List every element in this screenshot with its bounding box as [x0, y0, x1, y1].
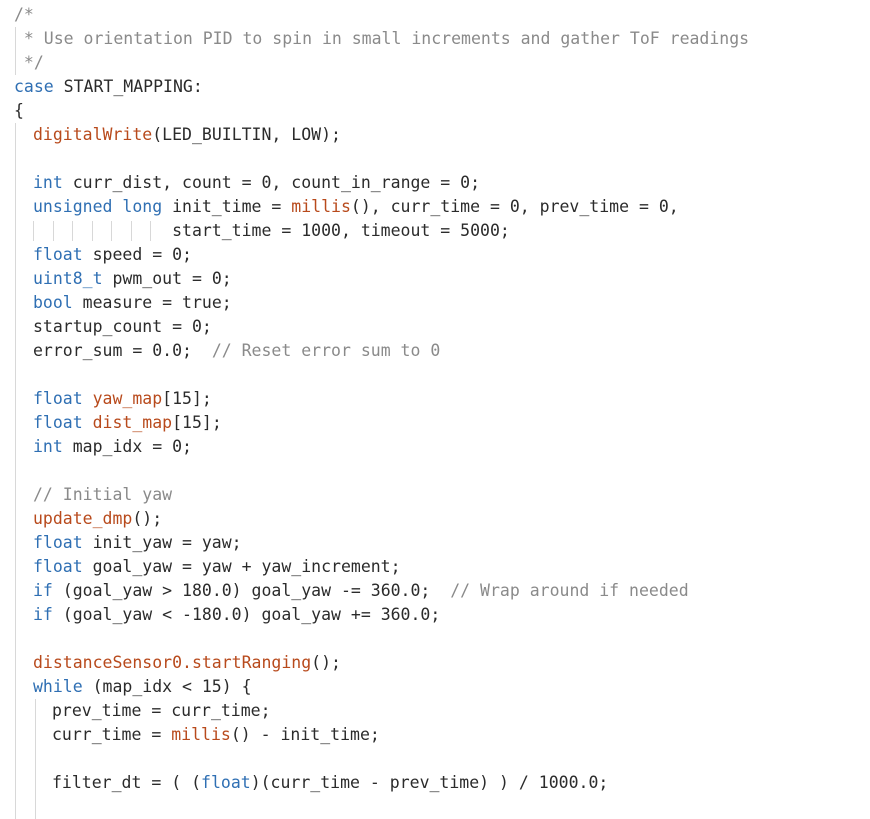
code-line[interactable]: case START_MAPPING:	[14, 75, 203, 99]
code-token: (LED_BUILTIN, LOW);	[152, 125, 341, 144]
code-token: () - init_time;	[230, 725, 380, 744]
code-token: curr_time =	[52, 725, 172, 744]
code-token: digitalWrite	[33, 125, 153, 144]
code-line[interactable]: float speed = 0;	[33, 243, 192, 267]
code-line[interactable]: {	[14, 99, 24, 123]
code-token: float	[33, 389, 83, 408]
code-line[interactable]: update_dmp();	[33, 507, 162, 531]
code-token: float	[33, 533, 83, 552]
code-token: while	[33, 677, 83, 696]
indent-guide	[35, 699, 36, 819]
code-line[interactable]: // Initial yaw	[33, 483, 172, 507]
code-line[interactable]: filter_dt = ( (float)(curr_time - prev_t…	[52, 771, 608, 795]
code-line[interactable]: unsigned long init_time = millis(), curr…	[33, 195, 679, 219]
code-token: [15];	[172, 413, 222, 432]
code-line[interactable]: float goal_yaw = yaw + yaw_increment;	[33, 555, 401, 579]
code-token: float	[33, 557, 83, 576]
code-line[interactable]: if (goal_yaw > 180.0) goal_yaw -= 360.0;…	[33, 579, 689, 603]
code-line[interactable]: while (map_idx < 15) {	[33, 675, 252, 699]
code-token: prev_time = curr_time;	[52, 701, 271, 720]
code-token: (goal_yaw > 180.0) goal_yaw -= 360.0;	[52, 581, 451, 600]
code-line[interactable]: */	[14, 51, 44, 75]
code-token: bool	[33, 293, 73, 312]
code-token: if	[33, 581, 53, 600]
code-token: measure = true;	[72, 293, 232, 312]
code-line[interactable]: int map_idx = 0;	[33, 435, 192, 459]
code-token: goal_yaw = yaw + yaw_increment;	[82, 557, 401, 576]
code-token: curr_dist, count = 0, count_in_range = 0…	[62, 173, 481, 192]
code-token: * Use orientation PID to spin in small i…	[14, 29, 750, 48]
code-token: filter_dt = ( (	[52, 773, 202, 792]
indent-guide	[150, 221, 151, 241]
code-line[interactable]: start_time = 1000, timeout = 5000;	[33, 219, 510, 243]
code-token: START_MAPPING:	[53, 77, 203, 96]
code-line[interactable]: float yaw_map[15];	[33, 387, 212, 411]
indent-guide	[33, 221, 34, 241]
code-token: update_dmp	[33, 509, 133, 528]
code-line[interactable]: int curr_dist, count = 0, count_in_range…	[33, 171, 480, 195]
code-token: start_time = 1000, timeout = 5000;	[33, 221, 510, 240]
code-line[interactable]: * Use orientation PID to spin in small i…	[14, 27, 749, 51]
indent-guide	[130, 221, 132, 241]
indent-guide	[52, 221, 54, 241]
code-token: error_sum = 0.0;	[33, 341, 212, 360]
code-token	[83, 413, 93, 432]
code-token: {	[14, 101, 24, 120]
code-token: startup_count = 0;	[33, 317, 212, 336]
code-token: (goal_yaw < -180.0) goal_yaw += 360.0;	[52, 605, 441, 624]
code-token: (map_idx < 15) {	[82, 677, 252, 696]
code-line[interactable]: prev_time = curr_time;	[52, 699, 271, 723]
code-token: float	[33, 245, 83, 264]
code-token: int	[33, 437, 63, 456]
code-token: )(curr_time - prev_time) ) / 1000.0;	[250, 773, 609, 792]
code-token	[83, 389, 93, 408]
code-line[interactable]: float init_yaw = yaw;	[33, 531, 242, 555]
code-token: ();	[311, 653, 341, 672]
indent-guide	[111, 221, 112, 241]
code-token: if	[33, 605, 53, 624]
code-line[interactable]: distanceSensor0.startRanging();	[33, 651, 341, 675]
code-token: float	[201, 773, 251, 792]
code-line[interactable]: /*	[14, 3, 34, 27]
code-token: unsigned long	[33, 197, 163, 216]
code-token: // Reset error sum to 0	[211, 341, 441, 360]
code-line[interactable]: digitalWrite(LED_BUILTIN, LOW);	[33, 123, 341, 147]
indent-guide	[15, 123, 16, 819]
code-token: float	[33, 413, 83, 432]
code-line[interactable]: if (goal_yaw < -180.0) goal_yaw += 360.0…	[33, 603, 440, 627]
code-token: uint8_t	[33, 269, 103, 288]
code-token: [15];	[162, 389, 212, 408]
code-token: // Wrap around if needed	[450, 581, 689, 600]
code-token: dist_map	[92, 413, 173, 432]
code-token: distanceSensor0.startRanging	[33, 653, 312, 672]
code-line[interactable]: float dist_map[15];	[33, 411, 222, 435]
code-token: speed = 0;	[82, 245, 192, 264]
indent-guide	[15, 27, 16, 75]
indent-guide	[91, 221, 93, 241]
code-token: init_yaw = yaw;	[82, 533, 242, 552]
code-token: case	[14, 77, 54, 96]
code-line[interactable]: startup_count = 0;	[33, 315, 212, 339]
code-token: map_idx = 0;	[62, 437, 192, 456]
code-token: // Initial yaw	[33, 485, 173, 504]
code-token: int	[33, 173, 63, 192]
code-token: init_time =	[162, 197, 292, 216]
code-token: /*	[14, 5, 34, 24]
code-token: (), curr_time = 0, prev_time = 0,	[350, 197, 679, 216]
code-token: millis	[291, 197, 351, 216]
code-token: pwm_out = 0;	[102, 269, 232, 288]
code-line[interactable]: error_sum = 0.0; // Reset error sum to 0	[33, 339, 440, 363]
code-token: yaw_map	[92, 389, 163, 408]
code-token: */	[14, 53, 44, 72]
code-line[interactable]: bool measure = true;	[33, 291, 232, 315]
code-token: millis	[171, 725, 231, 744]
indent-guide	[72, 221, 73, 241]
code-line[interactable]: uint8_t pwm_out = 0;	[33, 267, 232, 291]
code-token: ();	[132, 509, 163, 528]
code-line[interactable]: curr_time = millis() - init_time;	[52, 723, 380, 747]
